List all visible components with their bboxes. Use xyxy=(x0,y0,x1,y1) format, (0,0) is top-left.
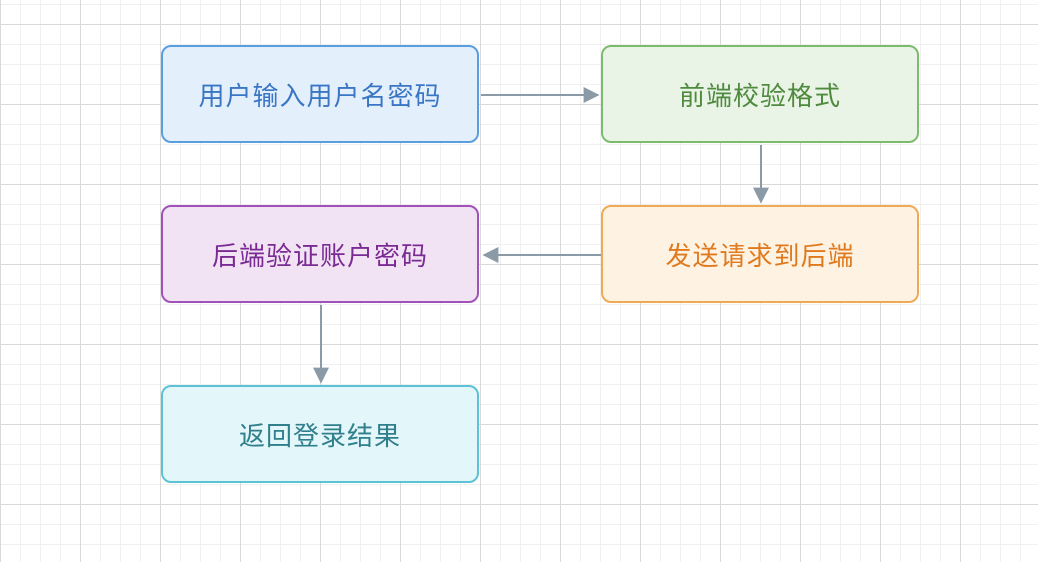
node-label: 发送请求到后端 xyxy=(665,241,855,272)
node-label: 后端验证账户密码 xyxy=(211,241,428,272)
node-label: 返回登录结果 xyxy=(238,421,401,452)
node-user-input[interactable]: 用户输入用户名密码 xyxy=(161,45,479,143)
node-send-request[interactable]: 发送请求到后端 xyxy=(601,205,919,303)
node-backend-verify[interactable]: 后端验证账户密码 xyxy=(161,205,479,303)
node-label: 用户输入用户名密码 xyxy=(198,81,442,112)
node-return-result[interactable]: 返回登录结果 xyxy=(161,385,479,483)
node-frontend-validate[interactable]: 前端校验格式 xyxy=(601,45,919,143)
node-label: 前端校验格式 xyxy=(678,81,841,112)
